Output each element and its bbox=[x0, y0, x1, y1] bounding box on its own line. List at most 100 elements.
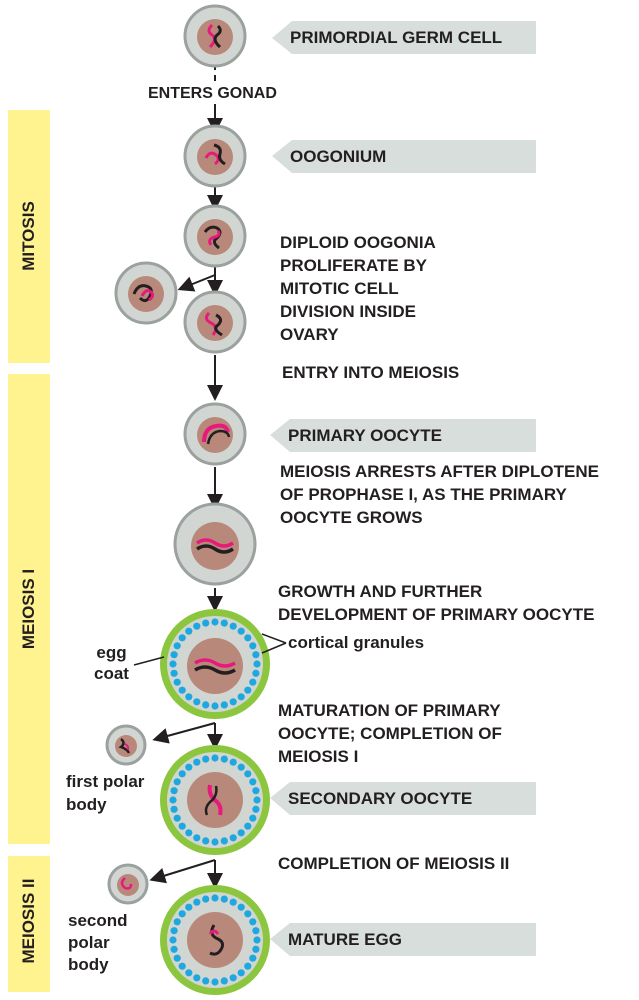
diploid-line: PROLIFERATE BY bbox=[280, 256, 428, 275]
secondary-oocyte-label: SECONDARY OOCYTE bbox=[288, 789, 473, 808]
large-oocyte-cell bbox=[160, 609, 270, 719]
secondary-oocyte-label-box: SECONDARY OOCYTE bbox=[270, 782, 472, 816]
cortical-granule-ring bbox=[169, 618, 261, 710]
cortical-granule bbox=[252, 651, 260, 659]
cortical-granule bbox=[220, 701, 228, 709]
growth-line: DEVELOPMENT OF PRIMARY OOCYTE bbox=[278, 605, 595, 624]
cortical-granule bbox=[220, 895, 228, 903]
cortical-granule bbox=[169, 796, 177, 804]
arrest-line: MEIOSIS ARRESTS AFTER DIPLOTENE bbox=[280, 462, 599, 481]
label-arrow-secondary bbox=[270, 782, 536, 815]
cortical-granule bbox=[169, 936, 177, 944]
cortical-granule bbox=[211, 978, 219, 986]
primary-oocyte-label-box: PRIMARY OOCYTE bbox=[270, 419, 442, 453]
cortical-granule bbox=[220, 977, 228, 985]
daughter-cell-left bbox=[114, 261, 178, 325]
diploid-line: DIVISION INSIDE bbox=[280, 302, 417, 321]
growth-note: GROWTH AND FURTHER DEVELOPMENT OF PRIMAR… bbox=[278, 580, 594, 626]
cortical-granule bbox=[244, 770, 252, 778]
cortical-granule bbox=[229, 974, 237, 982]
arrest-note: MEIOSIS ARRESTS AFTER DIPLOTENE OF PROPH… bbox=[280, 460, 599, 529]
oogonium-label-box: OOGONIUM bbox=[272, 140, 386, 174]
primordial-label-box: PRIMORDIAL GERM CELL bbox=[272, 21, 502, 55]
egg-coat-line: egg bbox=[96, 643, 127, 662]
cortical-granule bbox=[211, 838, 219, 846]
cortical-granule bbox=[193, 974, 201, 982]
cortical-granule bbox=[170, 787, 178, 795]
maturation-line: OOCYTE; COMPLETION OF bbox=[278, 724, 502, 743]
cortical-granule bbox=[252, 805, 260, 813]
meiosis1-band bbox=[8, 374, 50, 844]
primary-oocyte-cell bbox=[183, 402, 247, 466]
cortical-granule bbox=[249, 678, 257, 686]
arrest-line: OOCYTE GROWS bbox=[280, 508, 423, 527]
cortical-granule bbox=[244, 686, 252, 694]
diploid-line: MITOTIC CELL bbox=[280, 279, 399, 298]
cortical-granule bbox=[237, 693, 245, 701]
cortical-granule bbox=[211, 894, 219, 902]
growing-oocyte-cell bbox=[173, 502, 257, 586]
cortical-granule bbox=[185, 693, 193, 701]
mature-egg-label-box: MATURE EGG bbox=[270, 923, 402, 957]
diploid-note: DIPLOID OOGONIA PROLIFERATE BY MITOTIC C… bbox=[280, 231, 436, 346]
first-polar-label: first polar body bbox=[66, 770, 144, 816]
mature-egg-label: MATURE EGG bbox=[288, 930, 402, 949]
cortical-granule bbox=[229, 834, 237, 842]
cortical-granule bbox=[253, 660, 261, 668]
cortical-granule bbox=[193, 698, 201, 706]
cortical-granule bbox=[211, 702, 219, 710]
cortical-granule bbox=[193, 834, 201, 842]
cortical-granule bbox=[252, 787, 260, 795]
entry-meiosis-note: ENTRY INTO MEIOSIS bbox=[282, 363, 460, 382]
cortical-granule bbox=[211, 618, 219, 626]
second-polar-body bbox=[107, 863, 149, 905]
cortical-granule-ring bbox=[169, 754, 261, 846]
cortical-granule bbox=[249, 642, 257, 650]
cortical-granule bbox=[170, 669, 178, 677]
cortical-granule bbox=[170, 945, 178, 953]
first-polar-line: first polar bbox=[66, 772, 145, 791]
arrow-first-polar bbox=[152, 722, 216, 744]
cortical-granule bbox=[173, 678, 181, 686]
second-polar-line: second bbox=[68, 911, 128, 930]
cortical-granule bbox=[244, 962, 252, 970]
cortical-granule bbox=[244, 910, 252, 918]
cortical-granule bbox=[178, 770, 186, 778]
primordial-label: PRIMORDIAL GERM CELL bbox=[290, 28, 503, 47]
cortical-granule bbox=[237, 969, 245, 977]
cortical-granule bbox=[185, 627, 193, 635]
mature-egg-cell bbox=[160, 885, 270, 995]
arrest-line: OF PROPHASE I, AS THE PRIMARY bbox=[280, 485, 567, 504]
cortical-granule bbox=[193, 758, 201, 766]
cortical-granule bbox=[237, 903, 245, 911]
cortical-granule bbox=[193, 622, 201, 630]
cortical-granule bbox=[169, 660, 177, 668]
cortical-granule bbox=[253, 936, 261, 944]
egg-coat-pointer bbox=[133, 656, 165, 666]
oogonium-cell bbox=[183, 124, 247, 188]
cortical-granule bbox=[178, 910, 186, 918]
cortical-granule bbox=[202, 755, 210, 763]
growth-line: GROWTH AND FURTHER bbox=[278, 582, 483, 601]
cortical-granule bbox=[173, 954, 181, 962]
primary-oocyte-label: PRIMARY OOCYTE bbox=[288, 426, 442, 445]
cortical-granule bbox=[249, 918, 257, 926]
cortical-granule bbox=[220, 755, 228, 763]
arrow-split-left bbox=[177, 274, 216, 292]
second-polar-line: body bbox=[68, 955, 109, 974]
cortical-granule bbox=[253, 796, 261, 804]
oogonium-dividing bbox=[183, 204, 247, 268]
label-arrow-mature bbox=[270, 923, 536, 956]
cortical-granule bbox=[252, 945, 260, 953]
egg-coat-line: coat bbox=[94, 664, 129, 683]
cortical-granule bbox=[237, 829, 245, 837]
cortical-granule bbox=[173, 642, 181, 650]
arrow-second-polar bbox=[149, 859, 216, 884]
cortical-granule bbox=[252, 927, 260, 935]
maturation-line: MATURATION OF PRIMARY bbox=[278, 701, 501, 720]
cortical-granule bbox=[178, 962, 186, 970]
cortical-granule bbox=[229, 898, 237, 906]
cortical-granule bbox=[220, 837, 228, 845]
